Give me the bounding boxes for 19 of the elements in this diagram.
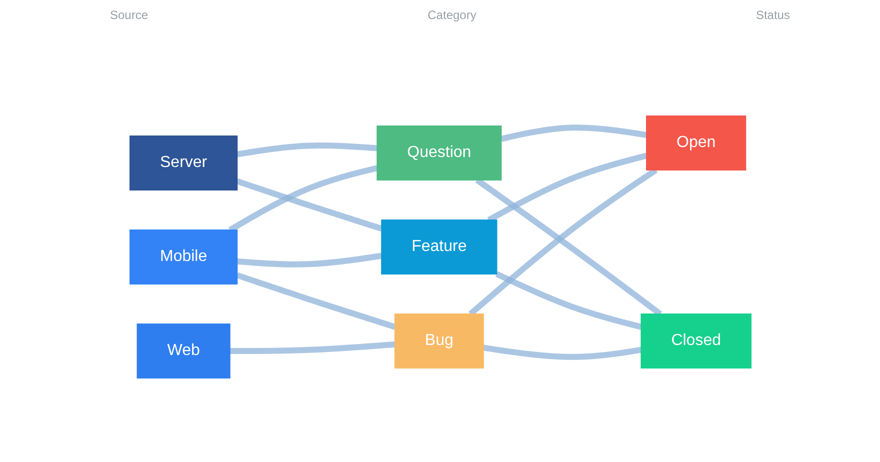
- connector: [236, 272, 396, 330]
- node-box: Open: [646, 116, 746, 170]
- connector: [482, 344, 642, 360]
- connector: [494, 271, 642, 330]
- connector: [500, 124, 646, 142]
- connector: [229, 341, 395, 354]
- connector: [236, 178, 382, 232]
- node-box: Closed: [640, 314, 751, 368]
- node-box: Web: [136, 324, 230, 378]
- column-heading: Source: [110, 8, 148, 24]
- column-heading: Status: [756, 8, 790, 24]
- node-box: Bug: [394, 314, 484, 368]
- node-box: Feature: [380, 220, 497, 274]
- node-box: Question: [376, 126, 502, 180]
- connector: [236, 142, 377, 158]
- node-box: Mobile: [129, 230, 238, 284]
- connector: [236, 252, 382, 268]
- node-box: Server: [129, 136, 238, 190]
- column-heading: Category: [428, 8, 476, 24]
